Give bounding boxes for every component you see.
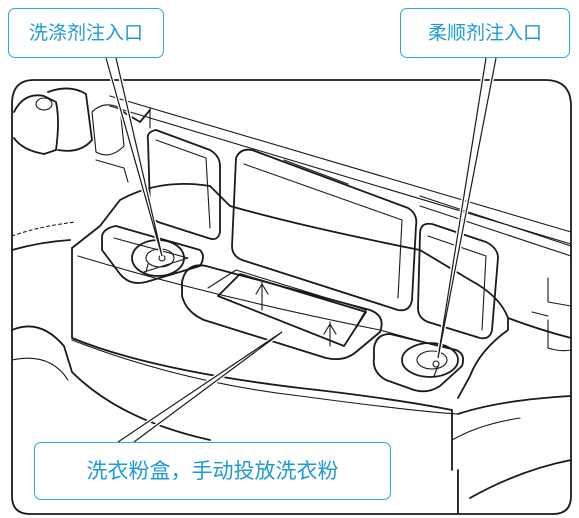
drum-curve: [11, 325, 211, 441]
dispenser-body-edge: [77, 255, 439, 347]
left-fittings: [13, 87, 151, 183]
detergent-inlet-label: 洗涤剂注入口: [28, 21, 143, 44]
dispenser-body-top: [71, 183, 509, 399]
detergent-inlet-callout: 洗涤剂注入口: [8, 8, 164, 58]
top-rail: [109, 95, 572, 245]
softener-compartment: [372, 222, 499, 393]
powder-compartment: [181, 148, 418, 361]
drum-curve-inner: [11, 357, 69, 381]
detergent-compartment: [101, 129, 221, 284]
tub-rim-right-inner: [451, 417, 521, 441]
powder-box-callout: 洗衣粉盒，手动投放洗衣粉: [34, 442, 391, 500]
softener-inlet-callout: 柔顺剂注入口: [400, 8, 570, 58]
softener-inlet-label: 柔顺剂注入口: [427, 21, 542, 44]
tub-rim-left-lower: [11, 239, 71, 251]
top-rail-ridges: [419, 195, 572, 257]
dispenser-body-front: [71, 247, 453, 471]
leader-lines: [104, 57, 498, 444]
powder-box-label: 洗衣粉盒，手动投放洗衣粉: [86, 458, 339, 483]
drum-lower-right: [457, 459, 572, 515]
tub-rim-right: [457, 395, 572, 415]
dispenser-body-lower-edge: [71, 339, 459, 415]
illustration-frame: [11, 79, 572, 515]
right-side-detail: [531, 277, 572, 352]
right-side-panel: [507, 317, 572, 339]
tub-rim-left: [11, 221, 77, 237]
